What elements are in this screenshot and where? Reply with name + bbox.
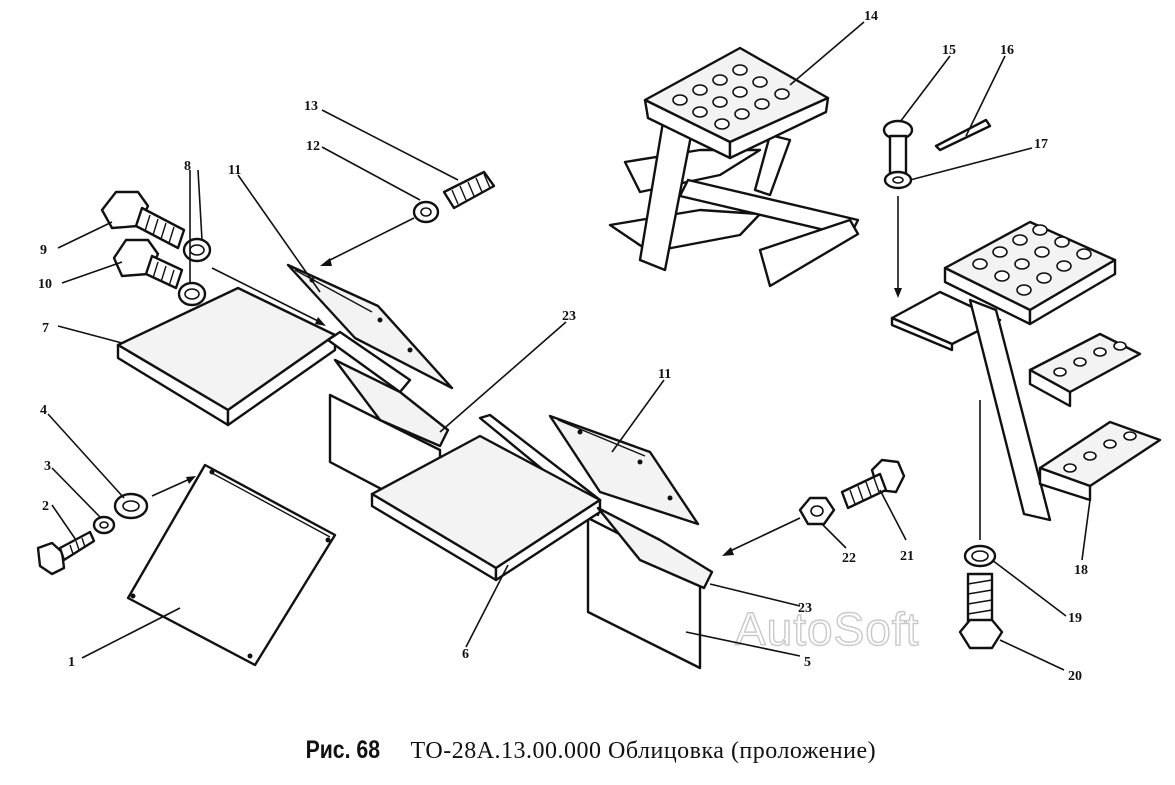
part-12-washer [412,200,440,224]
part-21-bolt [840,458,906,510]
part-2-bolt [36,530,96,576]
callout-12: 12 [306,139,320,154]
arrowhead [315,317,326,326]
arrowhead [894,288,902,298]
part-1-plate [126,463,337,667]
callout-11-right: 11 [658,367,671,382]
part-10-bolt [112,238,184,290]
callout-5: 5 [804,655,811,670]
part-22-nut [798,496,836,526]
part-8-washer [177,237,212,307]
arrow-to-bracket [211,267,321,323]
arrow-to-cover-11 [325,217,415,263]
callout-7: 7 [42,321,49,336]
part-11-cover-right [548,414,700,526]
callout-4: 4 [40,403,47,418]
part-14-ladder [608,46,860,288]
arrowhead [722,547,734,556]
callout-19: 19 [1068,611,1082,626]
figure-label: Рис. 68 [305,736,380,764]
callout-23-bottom: 23 [798,601,812,616]
callout-6: 6 [462,647,469,662]
part-9-bolt [100,190,186,250]
callout-2: 2 [42,499,49,514]
watermark-text: AutoSoft [735,603,919,655]
callout-15: 15 [942,43,956,58]
part-3-washer [92,515,116,535]
callout-17: 17 [1034,137,1048,152]
part-6-step [370,413,714,670]
arrow-to-bracket-23 [727,517,801,553]
figure-caption: Рис. 68 ТО-28А.13.00.000 Облицовка (прол… [0,736,1175,765]
arrow-to-plate-1 [151,477,193,497]
callout-18: 18 [1074,563,1088,578]
callout-labels: 1 2 3 4 5 6 7 8 9 10 11 11 12 13 14 15 1… [38,9,1088,684]
figure-title: ТО-28А.13.00.000 Облицовка (проложение) [410,738,877,764]
callout-8: 8 [184,159,191,174]
callout-11-left: 11 [228,163,241,178]
part-19-washer [963,544,997,568]
callout-20: 20 [1068,669,1082,684]
part-20-bolt [958,572,1004,650]
callout-9: 9 [40,243,47,258]
leader-lines [47,21,1091,671]
callout-3: 3 [44,459,51,474]
callout-10: 10 [38,277,52,292]
callout-13: 13 [304,99,318,114]
callout-23-top: 23 [562,309,576,324]
arrowhead [186,476,196,484]
callout-16: 16 [1000,43,1014,58]
part-17-washer [883,170,913,190]
part-13-spring [442,170,496,210]
part-4-washer [113,492,149,520]
part-18-ladder [890,220,1162,522]
arrowhead [320,258,332,266]
callout-14: 14 [864,9,878,24]
callout-21: 21 [900,549,914,564]
part-15-pin [882,119,914,180]
callout-1: 1 [68,655,75,670]
callout-22: 22 [842,551,856,566]
part-16-cotter-pin [934,118,992,152]
